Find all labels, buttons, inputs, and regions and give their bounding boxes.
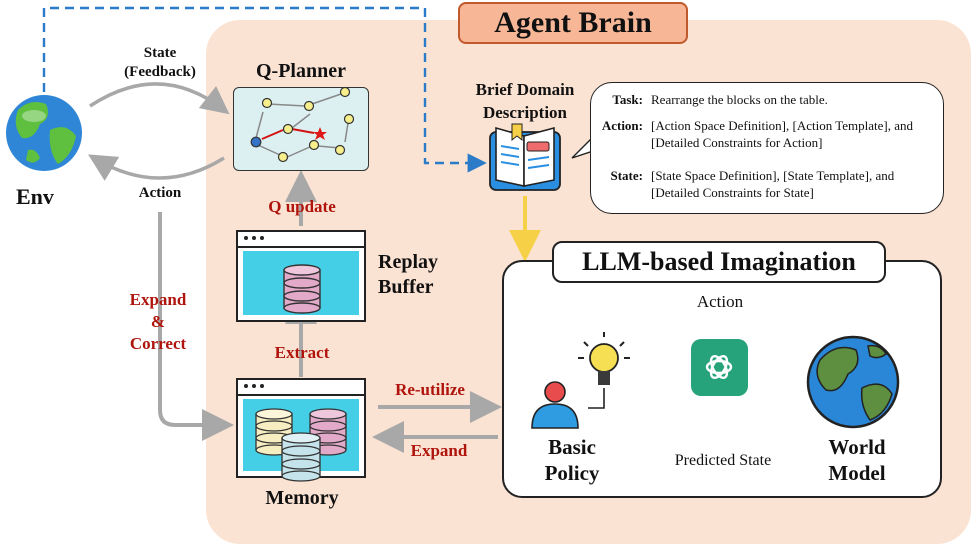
world-model-label: World Model — [812, 434, 902, 486]
expand-correct-line3: Correct — [129, 334, 187, 353]
imagination-title: LLM-based Imagination — [552, 241, 886, 283]
expand-correct-line2: & — [150, 312, 166, 331]
lightbulb-icon — [578, 332, 630, 409]
state-value: [State Space Definition], [State Templat… — [651, 168, 895, 200]
domain-title: Brief Domain Description — [455, 78, 595, 124]
expand-correct-arrow — [158, 212, 234, 441]
expand-label: Expand — [410, 441, 468, 460]
domain-title-line1: Brief Domain — [475, 80, 575, 99]
reutilize-label: Re-utilize — [395, 380, 465, 399]
replay-buffer-label: Replay Buffer — [378, 250, 458, 300]
agent-brain-title: Agent Brain — [458, 2, 688, 44]
world-globe-icon — [806, 335, 900, 429]
action-arc-arrow — [88, 154, 225, 181]
database-icon — [283, 264, 321, 314]
expand-correct-label: Expand & Correct — [112, 289, 204, 355]
extract-label: Extract — [274, 343, 330, 362]
env-label: Env — [16, 184, 54, 209]
openai-logo-icon — [691, 339, 748, 396]
q-planner-title: Q-Planner — [256, 60, 346, 82]
openai-logo-icon — [705, 354, 733, 380]
imagination-action-label: Action — [696, 292, 744, 311]
q-update-label: Q update — [268, 197, 336, 216]
database-icon — [281, 432, 321, 482]
world-label: World — [828, 435, 886, 459]
domain-title-line2: Description — [482, 103, 568, 122]
state-arc-arrow — [89, 82, 230, 115]
person-icon — [531, 381, 579, 429]
predicted-state-label: Predicted State — [674, 452, 772, 469]
buffer-label: Buffer — [378, 276, 434, 298]
task-value: Rearrange the blocks on the table. — [651, 92, 828, 107]
book-icon — [489, 123, 561, 191]
action-key: Action: — [601, 118, 643, 133]
basic-policy-label: Basic Policy — [530, 434, 614, 486]
task-key: Task: — [612, 92, 643, 107]
goal-star-icon — [313, 127, 327, 140]
globe-icon — [6, 95, 82, 171]
start-node — [250, 136, 262, 148]
feedback-label: (Feedback) — [124, 64, 196, 80]
state-key: State: — [610, 168, 644, 183]
expand-correct-line1: Expand — [129, 290, 187, 309]
memory-label: Memory — [265, 487, 339, 509]
action-label: Action — [138, 185, 182, 201]
env-to-domain-dashed-arrow — [42, 6, 487, 173]
model-label: Model — [828, 461, 886, 485]
replay-label: Replay — [378, 251, 438, 273]
state-label: State — [143, 45, 177, 61]
basic-label: Basic — [548, 435, 596, 459]
policy-label: Policy — [544, 461, 600, 485]
action-value: [Action Space Definition], [Action Templ… — [651, 118, 914, 150]
domain-speech-bubble: Task: Rearrange the blocks on the table.… — [590, 82, 944, 214]
state-feedback-label: State (Feedback) — [110, 44, 210, 82]
